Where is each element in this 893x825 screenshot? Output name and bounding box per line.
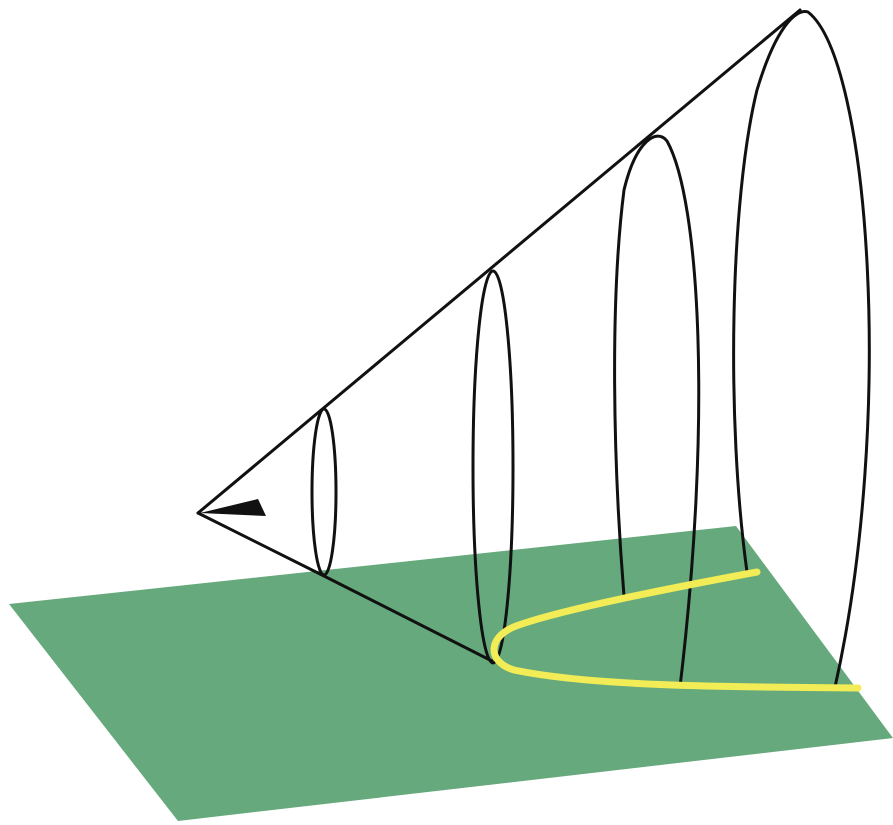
vertex-arrow-icon bbox=[200, 499, 266, 516]
parabola-section-curve bbox=[490, 568, 862, 692]
cone-lower-generator-upper-part bbox=[196, 511, 322, 576]
cone-circle-4 bbox=[732, 10, 871, 689]
cutting-plane bbox=[9, 526, 893, 821]
cone-lower-generator bbox=[318, 572, 494, 663]
cone-circle-1 bbox=[310, 407, 338, 577]
cone-circle-3 bbox=[613, 134, 701, 689]
cone-circle-2 bbox=[471, 269, 515, 665]
cone-upper-generator bbox=[196, 8, 802, 515]
